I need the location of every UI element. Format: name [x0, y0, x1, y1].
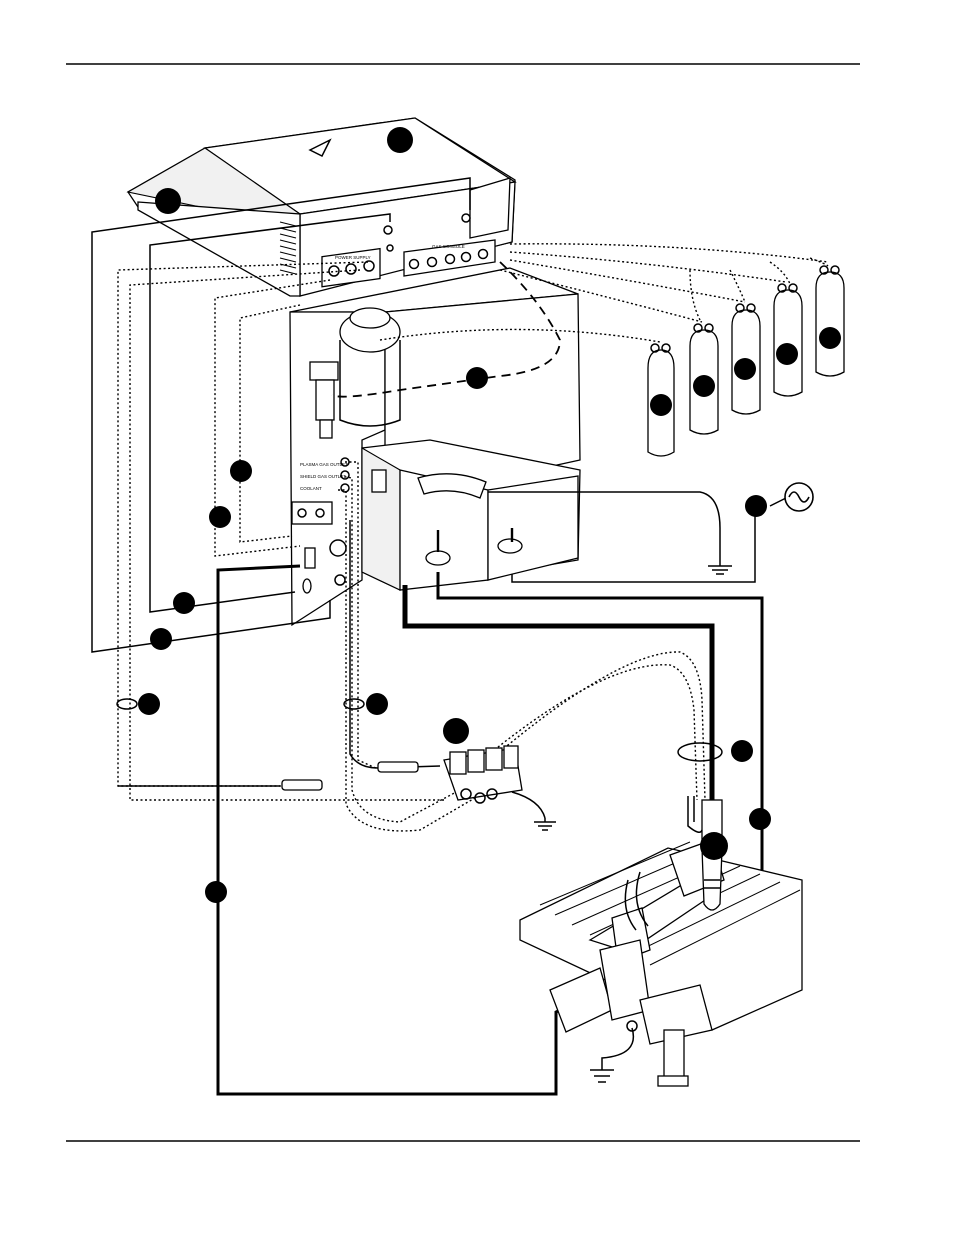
gas-cylinder-icon — [773, 283, 803, 397]
power-supply-panel-label: POWER SUPPLY — [335, 255, 371, 260]
cable-bundle-marker — [343, 698, 365, 710]
ground-symbol-icon — [534, 818, 556, 831]
callout-marker — [366, 693, 388, 715]
shield-gas-outlet-label: SHIELD GAS OUTLET — [300, 474, 346, 479]
callout-marker — [693, 375, 715, 397]
power-supply-connector-panel: POWER SUPPLY — [328, 255, 375, 277]
callout-marker — [734, 358, 756, 380]
callout-marker — [155, 188, 181, 214]
ground-symbol-icon — [590, 1069, 614, 1083]
callout-marker — [205, 881, 227, 903]
cable-bundle-marker — [116, 698, 138, 710]
coolant-loop — [331, 261, 561, 398]
warning-triangle-icon — [308, 138, 332, 158]
callout-marker — [700, 832, 728, 860]
callout-marker — [819, 327, 841, 349]
callout-marker — [209, 506, 231, 528]
callout-marker — [387, 127, 413, 153]
gas-cylinder-icon — [815, 265, 845, 377]
callout-marker — [230, 460, 252, 482]
ground-symbol-icon — [708, 560, 732, 575]
callout-marker — [138, 693, 160, 715]
inline-connectors — [281, 761, 419, 791]
callout-marker — [443, 718, 469, 744]
connection-box — [361, 439, 581, 591]
cable-bundle-marker — [677, 742, 723, 762]
filter-assembly — [309, 361, 339, 439]
callout-marker — [466, 367, 488, 389]
gas-hoses — [379, 243, 829, 343]
callout-marker — [731, 740, 753, 762]
callout-markers — [138, 127, 841, 903]
plasma-gas-outlet-label: PLASMA GAS OUTLET — [300, 462, 348, 467]
interconnect-cables — [91, 177, 789, 1096]
ac-power-source-icon — [784, 482, 814, 512]
callout-marker — [650, 394, 672, 416]
callout-marker — [173, 592, 195, 614]
callout-marker — [749, 808, 771, 830]
cooling-water-outlet-label: COOLANT — [300, 486, 322, 491]
callout-marker — [745, 495, 767, 517]
power-supply-vent-slots — [279, 221, 297, 275]
callout-marker — [150, 628, 172, 650]
cutting-table — [519, 796, 803, 1087]
callout-marker — [776, 343, 798, 365]
manifold-assembly — [443, 745, 523, 804]
gas-console-connector-panel: GAS CONSOLE — [403, 239, 496, 277]
power-supply-unit: POWER SUPPLY GAS CONSOLE — [126, 117, 517, 297]
gas-console-unit: PLASMA GAS OUTLET SHIELD GAS OUTLET COOL… — [289, 267, 581, 627]
gas-console-panel-label: GAS CONSOLE — [432, 244, 465, 249]
